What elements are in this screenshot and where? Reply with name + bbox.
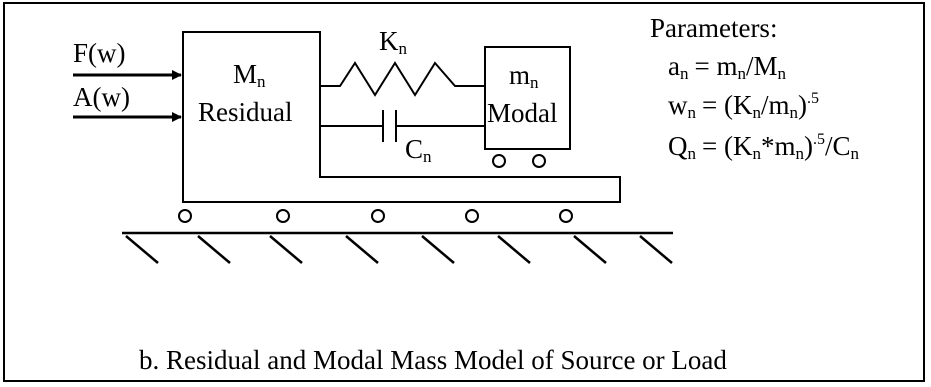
force-label: F(w) xyxy=(73,38,126,68)
base-wheel xyxy=(559,209,573,223)
force-input: F(w) xyxy=(73,38,182,80)
base-wheel xyxy=(276,209,290,223)
ground xyxy=(122,231,673,264)
modal-mass-symbol: mn xyxy=(509,60,539,92)
figure-frame xyxy=(3,2,925,382)
modal-label: Modal xyxy=(487,98,558,128)
modal-wheel xyxy=(492,154,506,168)
modal-mass-body xyxy=(484,46,571,150)
base-wheel xyxy=(178,209,192,223)
modal-wheel xyxy=(532,154,546,168)
acceleration-input: A(w) xyxy=(73,82,182,122)
damper-symbol: Cn xyxy=(405,134,432,166)
param-w-equation: wn= (Kn/mn).5 xyxy=(668,90,819,122)
figure-caption: b. Residual and Modal Mass Model of Sour… xyxy=(139,345,727,375)
residual-mass-body xyxy=(182,31,621,203)
param-q-equation: Qn= (Kn*mn).5/Cn xyxy=(668,131,860,163)
base-wheel xyxy=(371,209,385,223)
residual-label: Residual xyxy=(198,97,293,127)
spring-symbol: Kn xyxy=(379,26,408,58)
parameters-title: Parameters: xyxy=(650,13,777,43)
param-a-equation: an= mn/Mn xyxy=(668,51,786,83)
base-wheel xyxy=(465,209,479,223)
residual-mass-symbol: Mn xyxy=(233,59,266,91)
damper: Cn xyxy=(320,110,485,166)
spring: Kn xyxy=(320,26,485,97)
acceleration-label: A(w) xyxy=(73,82,130,112)
base-wheels xyxy=(178,209,573,223)
parameters-block: Parameters: an= mn/Mn wn= (Kn/mn).5 Qn= … xyxy=(650,13,860,163)
